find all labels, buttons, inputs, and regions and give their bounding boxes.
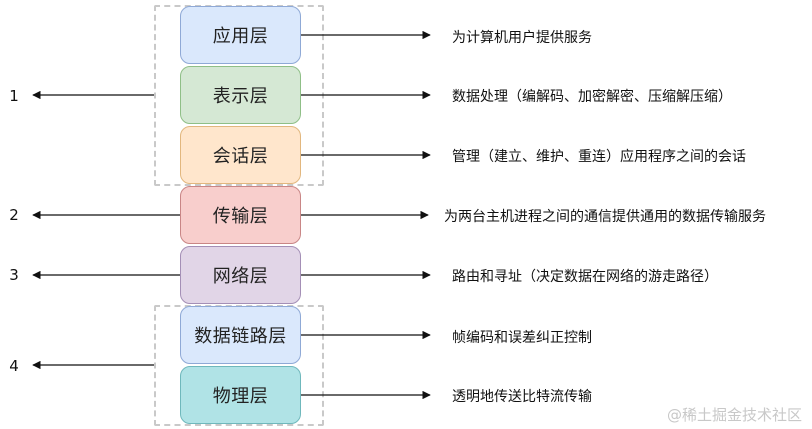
layer-description-application: 为计算机用户提供服务 [452, 30, 592, 46]
layer-label: 传输层 [212, 206, 269, 227]
layer-description-physical: 透明地传送比特流传输 [452, 389, 592, 405]
layer-label: 会话层 [212, 146, 269, 167]
description-arrows [301, 30, 431, 400]
layer-physical: 物理层 [180, 366, 301, 424]
layer-transport: 传输层 [180, 186, 301, 244]
group-label-3: 3 [9, 266, 19, 284]
layer-data-link: 数据链路层 [180, 306, 301, 364]
layer-label: 数据链路层 [194, 326, 287, 347]
layer-description-transport: 为两台主机进程之间的通信提供通用的数据传输服务 [444, 209, 766, 225]
group-label-4: 4 [9, 357, 19, 375]
layer-description-presentation: 数据处理（编解码、加密解密、压缩解压缩） [452, 89, 732, 105]
layer-session: 会话层 [180, 126, 301, 184]
layer-label: 表示层 [212, 86, 269, 107]
layer-description-network: 路由和寻址（决定数据在网络的游走路径） [452, 269, 718, 285]
layer-description-session: 管理（建立、维护、重连）应用程序之间的会话 [452, 149, 746, 165]
watermark: @稀土掘金技术社区 [666, 406, 802, 424]
group-label-1: 1 [9, 87, 19, 105]
layer-application: 应用层 [180, 6, 301, 64]
layer-presentation: 表示层 [180, 66, 301, 124]
group-arrows [32, 90, 180, 370]
layer-label: 应用层 [212, 26, 269, 47]
layer-description-data-link: 帧编码和误差纠正控制 [452, 330, 592, 346]
group-label-2: 2 [9, 206, 19, 224]
layer-label: 网络层 [212, 266, 269, 287]
layer-label: 物理层 [212, 386, 269, 407]
layer-network: 网络层 [180, 246, 301, 304]
